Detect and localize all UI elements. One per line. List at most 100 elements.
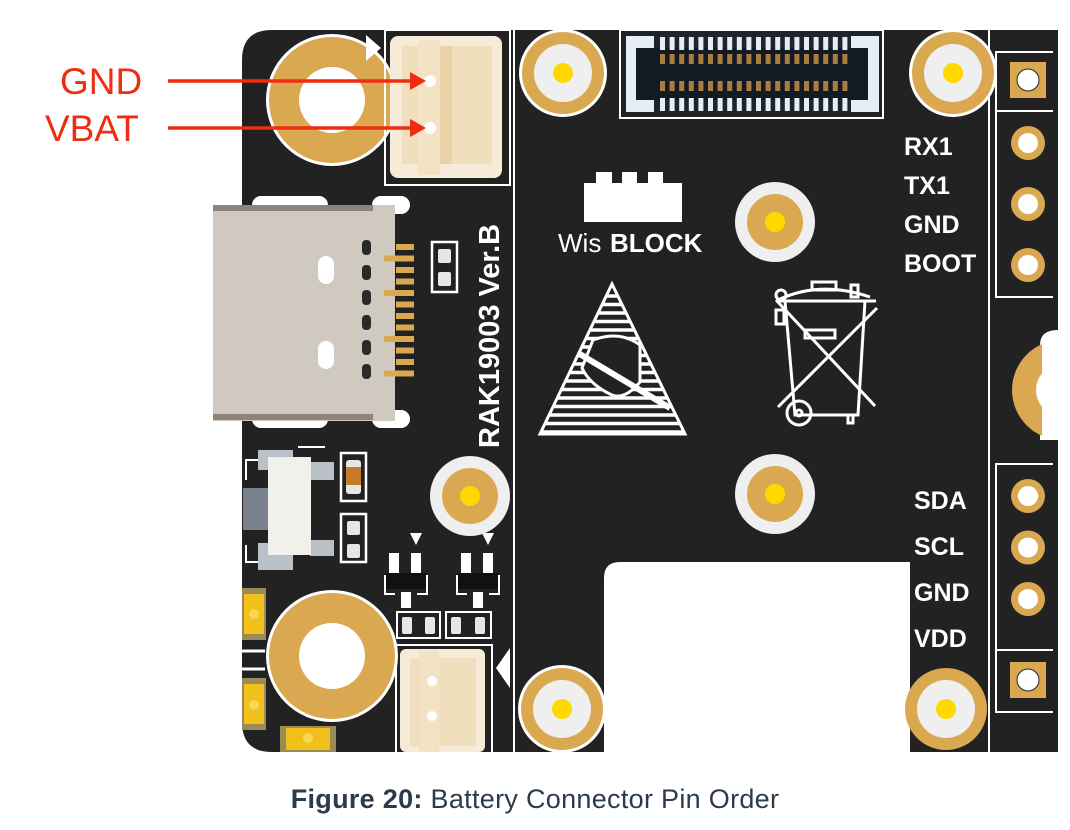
led-3: [280, 726, 336, 752]
b2b-contact: [717, 81, 723, 91]
b2b-pin-bottom: [746, 98, 752, 111]
power-switch: [243, 446, 334, 570]
b2b-contact: [765, 81, 771, 91]
b2b-contact: [832, 81, 838, 91]
usb-pin: [396, 313, 414, 319]
b2b-pin-bottom: [698, 98, 704, 111]
b2b-contact: [688, 81, 694, 91]
b2b-contact: [832, 54, 838, 64]
uart-pin-label-gnd: GND: [904, 211, 960, 239]
board-to-board-connector: [619, 29, 884, 119]
mounting-hole-top-left: [266, 34, 398, 166]
weee-crossed-bin-icon: [774, 280, 879, 427]
b2b-pin-bottom: [765, 98, 771, 111]
i2c-header: [995, 463, 1053, 713]
b2b-contact: [679, 54, 685, 64]
b2b-contact: [784, 54, 790, 64]
figure-title: Battery Connector Pin Order: [430, 784, 780, 814]
uart-pin-hole: [1018, 194, 1038, 214]
i2c-pin-label-scl: SCL: [914, 533, 964, 561]
b2b-pin-top: [756, 37, 761, 50]
uart-pin-hole: [1018, 133, 1038, 153]
b2b-pin-top: [804, 37, 809, 50]
b2b-pin-top: [736, 37, 742, 50]
b2b-pin-bottom: [736, 98, 742, 111]
led-1: [242, 588, 266, 640]
b2b-contact: [698, 81, 704, 91]
b2b-pin-bottom: [823, 98, 829, 111]
board-version-label: RAK19003 Ver.B: [474, 224, 506, 448]
mount-pad-left: [430, 456, 510, 536]
b2b-pin-bottom: [660, 98, 665, 111]
b2b-pin-top: [660, 37, 665, 50]
b2b-pin-top: [784, 37, 790, 50]
smd-pair: [396, 611, 492, 639]
arrow-head-icon: [410, 119, 426, 137]
b2b-pin-top: [688, 37, 694, 50]
b2b-pin-bottom: [688, 98, 694, 111]
b2b-contact: [756, 54, 761, 64]
b2b-contact: [813, 81, 819, 91]
b2b-pin-bottom: [842, 98, 848, 111]
b2b-pins: [660, 37, 848, 111]
uart-header: [995, 51, 1053, 298]
b2b-pin-top: [813, 37, 819, 50]
svg-text:BLOCK: BLOCK: [610, 228, 703, 258]
b2b-contact: [717, 54, 723, 64]
b2b-pin-bottom: [804, 98, 809, 111]
svg-text:GND: GND: [60, 61, 142, 102]
b2b-contact: [775, 81, 781, 91]
transistor-1: [384, 533, 428, 608]
test-pad-bottom-left: [518, 665, 606, 753]
b2b-pin-top: [823, 37, 829, 50]
b2b-contact: [736, 81, 742, 91]
b2b-contact: [765, 54, 771, 64]
usb-pin: [396, 324, 414, 331]
usb-pin: [384, 370, 414, 377]
uart-pin-label-rx1: RX1: [904, 133, 953, 161]
mount-pad-center-bottom: [735, 454, 815, 534]
svg-text:VBAT: VBAT: [45, 108, 139, 149]
usb-pins: [384, 244, 414, 377]
i2c-pin-hole: [1018, 486, 1038, 506]
secondary-connector: [395, 644, 510, 752]
test-pad-top-right: [909, 29, 997, 117]
i2c-pin-label-gnd: GND: [914, 579, 970, 607]
b2b-contact: [698, 54, 704, 64]
b2b-contact: [775, 54, 781, 64]
battery-connector-pin-2: [424, 122, 436, 134]
b2b-pin-top: [708, 37, 713, 50]
i2c-pin-hole: [1018, 589, 1038, 609]
b2b-contact: [842, 81, 848, 91]
usb-pin: [384, 290, 414, 296]
b2b-contact: [736, 54, 742, 64]
b2b-contact: [823, 81, 829, 91]
usb-pin: [384, 336, 414, 342]
b2b-pin-bottom: [717, 98, 723, 111]
uart-pin-label-boot: BOOT: [904, 250, 976, 278]
b2b-pin-bottom: [756, 98, 761, 111]
wisblock-logo: Wis BLOCK: [558, 172, 703, 258]
b2b-contact: [794, 54, 800, 64]
b2b-contact: [756, 81, 761, 91]
test-pad-top-left: [519, 29, 607, 117]
b2b-pin-top: [669, 37, 675, 50]
b2b-contact: [708, 81, 713, 91]
b2b-contact: [823, 54, 829, 64]
b2b-pin-top: [717, 37, 723, 50]
battery-connector-pin-1: [424, 75, 436, 87]
smd-resistor: [339, 451, 368, 503]
b2b-contact: [804, 54, 809, 64]
b2b-pin-top: [842, 37, 848, 50]
b2b-contact: [794, 81, 800, 91]
svg-text:Wis: Wis: [558, 228, 601, 258]
usb-c-connector: [213, 196, 415, 428]
b2b-pin-bottom: [708, 98, 713, 111]
transistor-2: [456, 533, 500, 608]
b2b-pin-bottom: [832, 98, 838, 111]
b2b-contact: [727, 54, 733, 64]
usb-pin: [396, 347, 414, 354]
callout-vbat: VBAT: [45, 108, 426, 149]
usb-pin: [396, 301, 414, 308]
b2b-contact: [813, 54, 819, 64]
